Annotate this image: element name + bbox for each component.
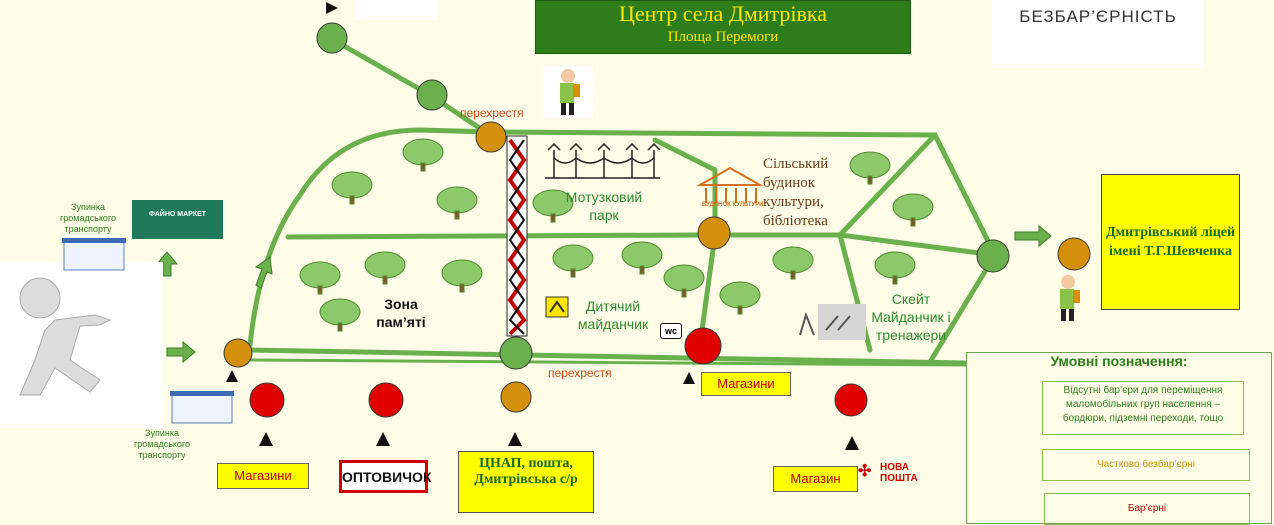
legend-red-text: Бар’єрні xyxy=(1044,493,1250,525)
tree-icon xyxy=(299,261,341,295)
tree-icon xyxy=(663,264,705,298)
bus-stop-bottom-label: Зупинка громадського транспорту xyxy=(133,428,191,460)
tree-icon xyxy=(772,246,814,280)
legend-panel: Умовні позначення: Відсутні бар’єри для … xyxy=(966,352,1272,525)
orange-dot xyxy=(500,381,532,413)
triangle-icon xyxy=(508,432,522,446)
title-banner: Центр села Дмитрівка Площа Перемоги xyxy=(535,0,911,54)
tree-icon xyxy=(849,151,891,185)
playground-icon xyxy=(545,296,569,318)
rope-park-icon xyxy=(545,142,661,179)
green-dot xyxy=(499,336,533,370)
tree-icon xyxy=(552,244,594,278)
red-dot xyxy=(684,327,722,365)
cnap-label: ЦНАП, пошта, Дмитрівська с/р xyxy=(474,456,578,487)
arrow-up-right-icon xyxy=(254,256,273,289)
tree-icon xyxy=(364,251,406,285)
bus-stop-icon xyxy=(170,391,234,424)
triangle-icon xyxy=(259,432,273,446)
tree-icon xyxy=(892,193,934,227)
culture-house-label: Сільський будинок культури, бібліотека xyxy=(763,156,829,229)
tree-icon xyxy=(402,138,444,172)
paths xyxy=(247,35,998,366)
orange-dot xyxy=(697,216,731,250)
rope-park-label: Мотузковий парк xyxy=(565,189,643,223)
arrow-right-icon xyxy=(1014,224,1052,248)
embroidery-strip-icon xyxy=(506,135,528,337)
tree-icon xyxy=(331,171,373,205)
exercise-equipment-icon xyxy=(799,304,866,340)
memorial-zone-label: Зона пам’яті xyxy=(376,296,426,330)
legend-title: Умовні позначення: xyxy=(1050,353,1188,369)
orange-dot xyxy=(475,121,507,153)
green-dot xyxy=(416,79,448,111)
triangle-icon xyxy=(376,432,390,446)
accessibility-label: БЕЗБАР’ЄРНІСТЬ xyxy=(992,0,1204,68)
red-dot xyxy=(834,383,868,417)
culture-house-icon xyxy=(696,166,764,203)
red-dot xyxy=(249,382,285,418)
shop-right-label: Магазин xyxy=(773,466,858,492)
skate-label: Скейт Майданчик і тренажери xyxy=(871,291,951,343)
nova-poshta-label: НОВА ПОШТА xyxy=(880,462,918,484)
wc-icon: wc xyxy=(660,323,682,339)
playground-label: Дитячий майданчик xyxy=(577,298,649,332)
tree-icon xyxy=(874,251,916,285)
cnap-box: ЦНАП, пошта, Дмитрівська с/р xyxy=(458,451,594,513)
shops-left-label: Магазини xyxy=(217,463,309,489)
bus-stop-icon xyxy=(62,238,126,271)
legend-orange-text: Частково безбар’єрні xyxy=(1042,449,1250,481)
pointer-triangles xyxy=(128,2,859,450)
tree-icon xyxy=(319,298,361,332)
triangle-icon xyxy=(683,372,695,384)
map-title: Центр села Дмитрівка xyxy=(618,1,828,26)
tree-icon xyxy=(719,281,761,315)
tree-icons xyxy=(299,138,934,332)
orange-dot xyxy=(223,338,253,368)
arrow-right-icon xyxy=(166,340,196,364)
triangle-icon xyxy=(845,436,859,450)
tree-icon xyxy=(441,259,483,293)
faino-market-label: ФАЙНО МАРКЕТ xyxy=(148,211,207,218)
faino-market-logo: ФАЙНО МАРКЕТ xyxy=(132,200,223,239)
culture-house-sign: БУДИНОК КУЛЬТУРИ xyxy=(702,202,764,208)
orange-dot xyxy=(1057,237,1091,271)
triangle-icon xyxy=(326,2,338,14)
tree-icon xyxy=(532,189,574,223)
bus-stop-top-label: Зупинка громадського транспорту xyxy=(59,202,117,234)
optovychok-logo: ОПТОВИЧОК xyxy=(339,460,432,493)
lyceum-box: Дмитрівський ліцей імені Т.Г.Шевченка xyxy=(1101,174,1240,310)
shops-mid-label: Магазини xyxy=(701,372,791,396)
nova-poshta-icon: ✣ xyxy=(858,463,872,480)
top-white-box xyxy=(355,0,437,20)
green-dot xyxy=(316,22,348,54)
map-subtitle: Площа Перемоги xyxy=(667,29,779,45)
student-icon xyxy=(543,66,593,118)
triangle-icon xyxy=(226,370,238,382)
crossing-top-label: перехрестя xyxy=(460,106,524,120)
tree-icon xyxy=(621,241,663,275)
tree-icon xyxy=(436,186,478,220)
student-icon xyxy=(1042,272,1092,328)
street-line xyxy=(249,358,967,367)
running-person-icon xyxy=(0,262,163,428)
legend-green-text: Відсутні бар’єри для переміщення маломоб… xyxy=(1042,381,1244,435)
red-dot xyxy=(368,382,404,418)
crossing-bottom-label: перехрестя xyxy=(548,366,612,380)
green-dot xyxy=(976,239,1010,273)
nova-poshta-logo: ✣ НОВА ПОШТА xyxy=(858,460,936,490)
lyceum-label: Дмитрівський ліцей імені Т.Г.Шевченка xyxy=(1105,225,1236,259)
